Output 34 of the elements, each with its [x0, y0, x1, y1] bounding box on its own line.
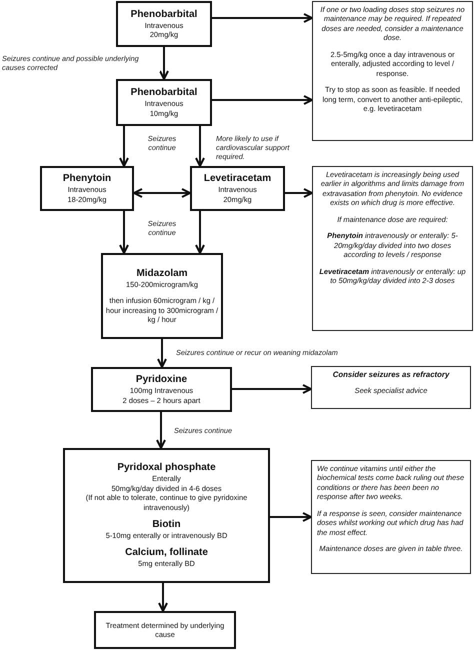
drug-name: Levetiracetam: [204, 173, 272, 186]
arrow: [285, 188, 313, 198]
drug-name: Phenytoin: [62, 173, 112, 186]
drug-name: Pyridoxine: [136, 374, 188, 386]
note-box: [312, 166, 473, 331]
arrow: [195, 126, 205, 167]
arrow: [212, 13, 313, 23]
arrow: [119, 126, 129, 167]
arrow: [212, 95, 313, 105]
arrow: [157, 339, 167, 368]
drug-name: Midazolam: [136, 268, 188, 280]
note-box: [311, 366, 471, 409]
process-box: [116, 79, 212, 126]
arrow: [119, 211, 129, 254]
drug-name: Calcium, follinate: [125, 547, 208, 560]
arrow: [133, 188, 191, 198]
arrow: [156, 412, 166, 449]
process-box: [63, 448, 270, 583]
process-box: [116, 1, 212, 47]
arrow: [232, 384, 312, 394]
arrow: [158, 583, 168, 612]
process-box: [94, 611, 236, 649]
process-box: [40, 166, 134, 211]
drug-name: Pyridoxal phosphate: [117, 462, 216, 474]
process-box: [190, 166, 285, 211]
process-box: [91, 367, 232, 412]
note-box: [311, 460, 471, 574]
drug-name: Biotin: [152, 518, 181, 531]
drug-name: Phenobarbital: [130, 8, 198, 21]
arrow: [159, 47, 169, 80]
arrow: [195, 211, 205, 254]
arrow: [270, 512, 312, 522]
process-box: [101, 253, 223, 339]
drug-name: Phenobarbital: [130, 87, 198, 100]
